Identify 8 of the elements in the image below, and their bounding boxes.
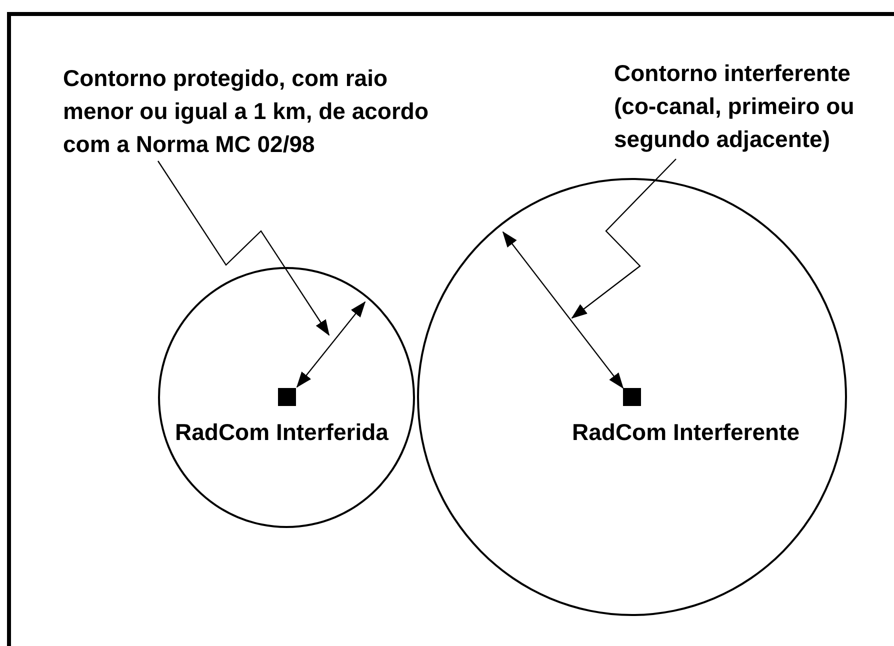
interfering-contour-circle <box>417 178 847 616</box>
protected-contour-circle <box>158 267 415 528</box>
leader-line <box>158 160 330 336</box>
station-label: RadCom Interferida <box>175 418 388 446</box>
station-label: RadCom Interferente <box>572 418 800 446</box>
leader-line <box>571 158 676 319</box>
callout-text: Contorno protegido, com raio menor ou igual a 1 km, de acordo com a Norma MC 02/98 <box>63 62 448 161</box>
callout-text: Contorno interferente (co-canal, primeiro ou segundo adjacente) <box>614 57 876 159</box>
